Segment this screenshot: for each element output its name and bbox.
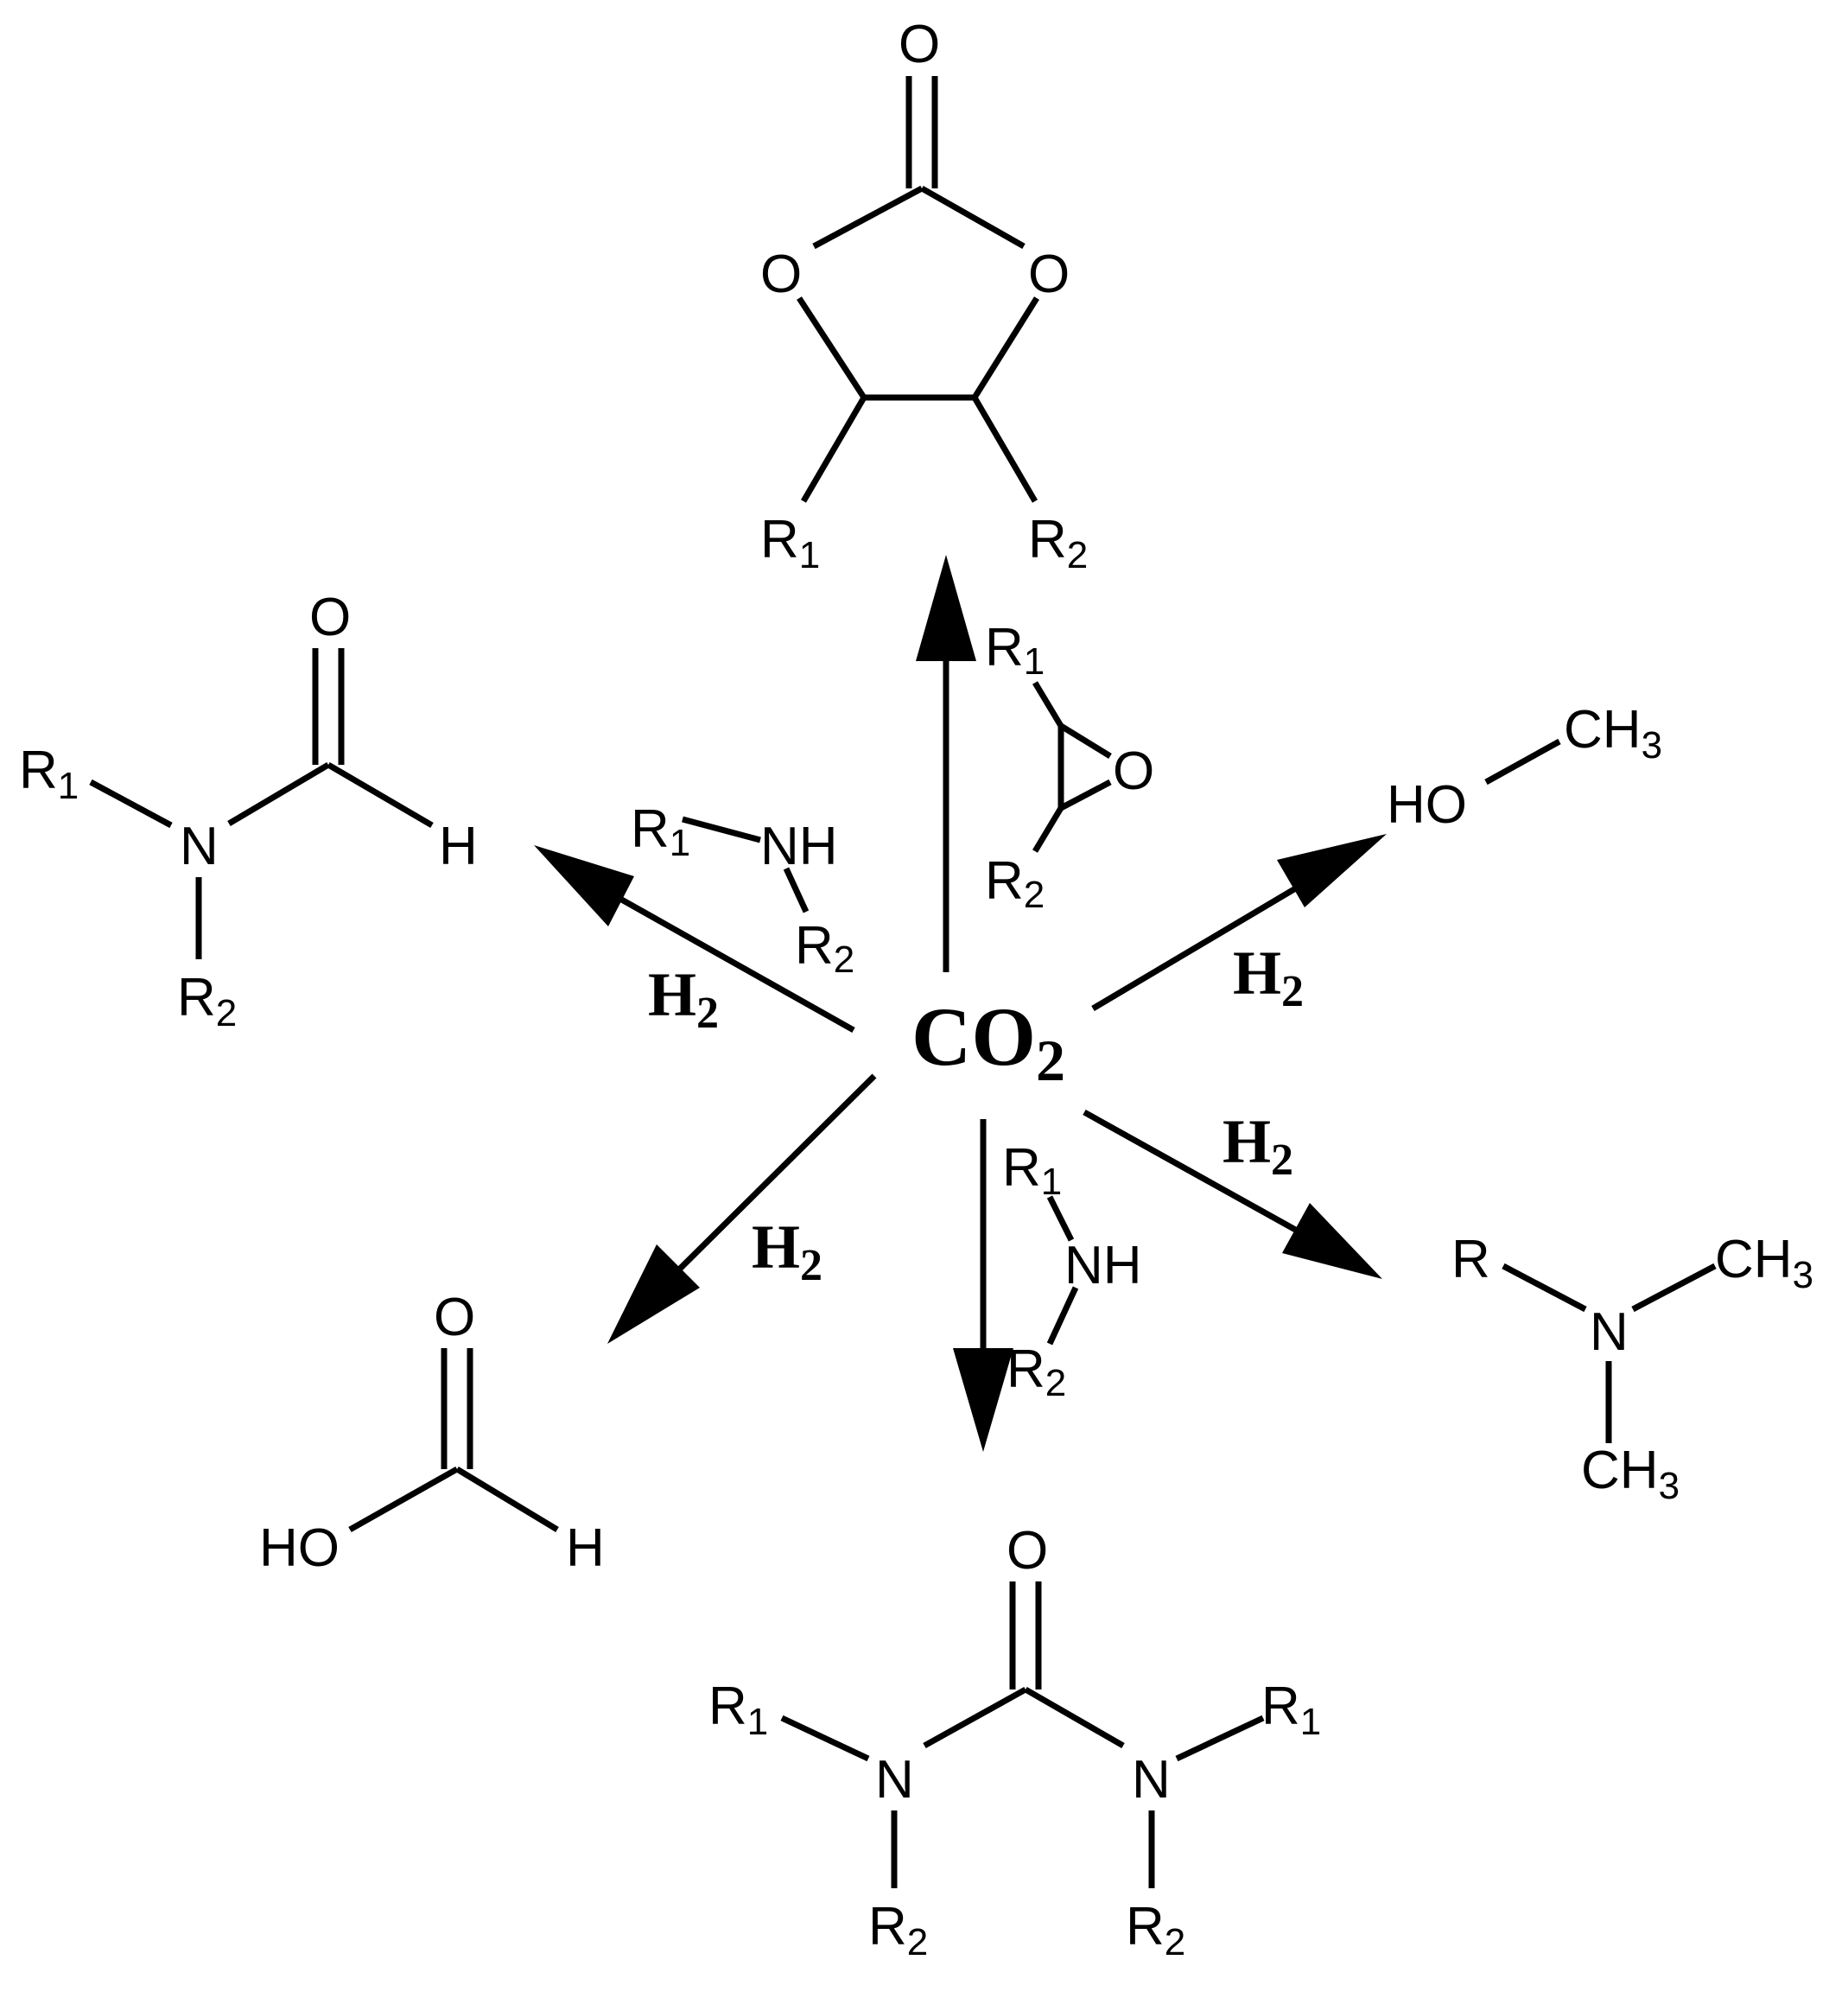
epoxide-reagent: R1 O R2	[985, 618, 1154, 916]
bond	[327, 761, 434, 829]
bond	[1175, 1715, 1265, 1762]
bond	[1059, 779, 1112, 811]
bond	[971, 396, 1038, 503]
urea-r2-left: R2	[868, 1897, 928, 1963]
formamide-o: O	[309, 588, 351, 647]
bond	[812, 185, 924, 250]
formic-acid-h: H	[566, 1518, 605, 1578]
arrow-to-formamide-head	[534, 845, 634, 926]
amine-r2: R2	[795, 916, 854, 981]
formamide-n: N	[180, 817, 219, 876]
co2-label: CO2	[911, 990, 1065, 1093]
amine-nh: NH	[760, 817, 838, 876]
bond	[972, 296, 1039, 399]
formic-acid-ho: HO	[259, 1518, 340, 1578]
tertiary-amine-ch3-bottom: CH3	[1581, 1441, 1680, 1507]
carbonate-r2: R2	[1028, 510, 1088, 576]
bond	[783, 867, 810, 913]
formic-acid-product: O HO H	[259, 1288, 605, 1578]
formamide-r1: R1	[19, 741, 79, 807]
urea-n-right: N	[1132, 1750, 1171, 1810]
bond	[227, 761, 330, 827]
formamide-product: O R1 N H R2	[19, 588, 478, 1034]
bond	[1631, 1263, 1717, 1313]
bond	[1024, 1686, 1125, 1749]
methanol-product: HO CH3	[1387, 700, 1662, 835]
h2-label-formic-acid: H2	[752, 1212, 822, 1290]
amine-lower-r1: R1	[1002, 1138, 1062, 1203]
arrow-to-methanol-head	[1277, 834, 1387, 907]
amine-lower-nh: NH	[1064, 1236, 1142, 1295]
h2-label-tertiary-amine: H2	[1222, 1107, 1293, 1185]
carbonate-r1: R1	[760, 510, 820, 576]
arrow-to-tertiary-amine-shaft	[1083, 1109, 1324, 1248]
bond	[455, 1467, 559, 1532]
bond	[1032, 681, 1064, 728]
urea-o: O	[1007, 1521, 1048, 1581]
urea-r1-right: R1	[1261, 1677, 1321, 1743]
tertiary-amine-ch3-top: CH3	[1715, 1230, 1813, 1296]
formamide-r2: R2	[177, 968, 237, 1034]
urea-r2-right: R2	[1126, 1897, 1185, 1963]
formamide-h: H	[439, 817, 478, 876]
reaction-arrows	[534, 555, 1387, 1452]
bond	[920, 185, 1026, 250]
carbonate-o-right: O	[1028, 245, 1070, 304]
arrow-to-formic-acid-head	[607, 1244, 700, 1344]
h2-label-methanol: H2	[1233, 939, 1304, 1016]
bond	[1046, 1195, 1075, 1242]
cyclic-carbonate-product: O O O R1 R2	[760, 15, 1088, 576]
carbonate-o-left: O	[760, 245, 802, 304]
bond	[1046, 1286, 1079, 1346]
methanol-ho: HO	[1387, 775, 1467, 835]
bond	[1032, 806, 1064, 853]
bond	[800, 396, 867, 503]
tertiary-amine-n: N	[1590, 1302, 1629, 1362]
formic-acid-o: O	[434, 1288, 475, 1347]
amine-r1: R1	[631, 799, 690, 864]
epoxide-o: O	[1113, 741, 1154, 801]
co2-center: CO2	[911, 990, 1065, 1093]
amine-reagent-lower: R1 NH R2	[1002, 1138, 1142, 1404]
arrow-to-tertiary-amine-head	[1282, 1203, 1382, 1279]
h2-label-formamide: H2	[648, 960, 719, 1038]
bond	[780, 1715, 870, 1762]
bond	[348, 1466, 459, 1533]
bond	[89, 779, 173, 829]
urea-product: O R1 N N R1 R2 R2	[708, 1521, 1321, 1963]
tertiary-amine-product: R N CH3 CH3	[1451, 1230, 1813, 1507]
arrow-to-formamide-shaft	[603, 887, 855, 1034]
tertiary-amine-r: R	[1451, 1230, 1490, 1289]
bond	[1059, 723, 1112, 759]
methanol-ch3: CH3	[1564, 700, 1662, 767]
arrow-to-formic-acid-shaft	[671, 1073, 877, 1277]
amine-reagent-upper: R1 NH R2	[631, 799, 854, 981]
epoxide-r1: R1	[985, 618, 1045, 683]
arrow-to-urea-head	[953, 1348, 1013, 1452]
hydrogen-labels: H2 H2 H2 H2	[648, 939, 1304, 1290]
urea-n-left: N	[875, 1750, 914, 1810]
bond	[923, 1686, 1027, 1749]
amine-lower-r2: R2	[1007, 1339, 1066, 1404]
epoxide-r2: R2	[985, 851, 1045, 916]
bond	[1484, 738, 1561, 786]
arrow-to-carbonate-head	[916, 555, 976, 661]
carbonate-o-top: O	[899, 15, 940, 74]
bond	[682, 816, 761, 843]
urea-r1-left: R1	[708, 1677, 768, 1743]
bond	[1502, 1263, 1587, 1313]
bond	[797, 296, 867, 399]
arrow-to-methanol-shaft	[1091, 869, 1324, 1012]
